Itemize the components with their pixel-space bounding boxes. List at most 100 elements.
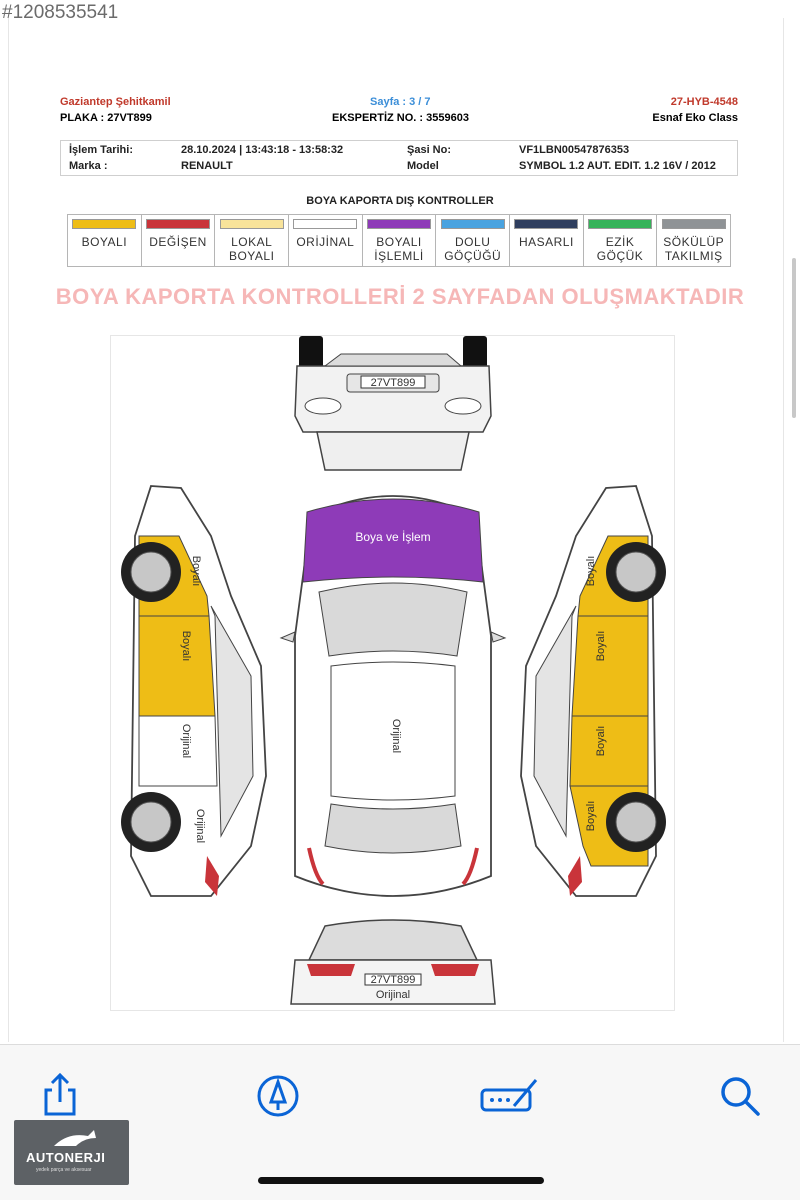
front-plate-box	[360, 375, 426, 389]
hood-label: Boya ve İşlem	[355, 530, 430, 544]
front-mirror-left	[299, 336, 323, 368]
top-mirror-left	[279, 631, 296, 643]
rear-label: Orijinal	[376, 989, 410, 1001]
front-mirror-right	[463, 336, 487, 368]
legend-swatch	[440, 219, 505, 229]
legend-label: BOYALI	[81, 235, 128, 249]
color-legend: BOYALI DEĞİŞEN LOKAL BOYALI ORİJİNAL BOYALI …	[67, 214, 731, 267]
right-rear-rim	[615, 801, 657, 843]
rear-light-right	[431, 964, 479, 976]
city-label: Gaziantep Şehitkamil	[60, 96, 171, 108]
left-windows	[210, 605, 254, 838]
left-front-rim	[130, 551, 172, 593]
legend-item: BOYALI	[68, 215, 142, 266]
model-value: SYMBOL 1.2 AUT. EDIT. 1.2 16V / 2012	[519, 160, 716, 172]
left-side-view: Boyalı Boyalı Orijinal Orijinal	[121, 485, 267, 897]
left-rear-fender-label: Orijinal	[194, 809, 206, 843]
legend-item: DOLU GÖÇÜĞÜ	[436, 215, 511, 266]
front-bumper	[294, 365, 492, 433]
logo-tagline: yedek parça ve aksesuar	[36, 1167, 92, 1173]
top-rear-window	[324, 803, 462, 854]
brand-label: Marka :	[69, 160, 108, 172]
car-diagram-svg: 27VT899 Boya ve İşlem Orijinal	[121, 336, 666, 1005]
legend-label: SÖKÜLÜP TAKILMIŞ	[663, 235, 725, 263]
right-front-door	[571, 615, 649, 717]
search-icon[interactable]	[716, 1072, 764, 1120]
top-roof	[330, 661, 456, 801]
left-tail-light	[205, 856, 219, 896]
home-indicator[interactable]	[258, 1177, 544, 1184]
legend-swatch	[514, 219, 579, 229]
roof-label: Orijinal	[390, 719, 402, 753]
legend-item: BOYALI İŞLEMLİ	[363, 215, 437, 266]
autonerji-logo: AUTONERJI yedek parça ve aksesuar	[14, 1120, 129, 1185]
legend-label: BOYALI İŞLEMLİ	[374, 235, 424, 263]
right-rear-fender-label: Boyalı	[585, 801, 597, 832]
legend-label: EZİK GÖÇÜK	[596, 235, 644, 263]
image-id-watermark: #1208535541	[2, 2, 119, 23]
front-view: 27VT899	[294, 336, 492, 471]
legend-item: SÖKÜLÜP TAKILMIŞ	[657, 215, 730, 266]
left-front-fender-label: Boyalı	[190, 556, 202, 587]
horse-icon	[54, 1130, 96, 1146]
top-tail-right	[461, 847, 479, 886]
right-windows	[533, 605, 577, 838]
section-title: BOYA KAPORTA DIŞ KONTROLLER	[306, 195, 494, 207]
legend-label: ORİJİNAL	[296, 235, 355, 249]
info-table: İşlem Tarihi: 28.10.2024 | 13:43:18 - 13…	[60, 140, 738, 176]
right-front-door-label: Boyalı	[595, 631, 607, 662]
share-icon[interactable]	[36, 1072, 84, 1120]
left-rear-door	[138, 715, 218, 787]
notice-text: BOYA KAPORTA KONTROLLERİ 2 SAYFADAN OLUŞ…	[55, 284, 745, 309]
signature-icon[interactable]	[478, 1072, 542, 1120]
right-front-rim	[615, 551, 657, 593]
legend-label: DEĞİŞEN	[149, 235, 207, 249]
legend-label: HASARLI	[518, 235, 574, 249]
package-name: Esnaf Eko Class	[652, 112, 738, 124]
chassis-label: Şasi No:	[407, 144, 452, 156]
legend-item: ORİJİNAL	[289, 215, 363, 266]
logo-name: AUTONERJI	[26, 1150, 106, 1165]
right-rear-door-label: Boyalı	[595, 726, 607, 757]
legend-item: LOKAL BOYALI	[215, 215, 290, 266]
rear-plate: 27VT899	[371, 974, 416, 986]
front-plate: 27VT899	[371, 377, 416, 389]
scrollbar-thumb[interactable]	[792, 258, 796, 418]
front-hood-edge	[316, 431, 470, 471]
top-mirror-right	[490, 631, 507, 643]
legend-label: LOKAL BOYALI	[228, 235, 275, 263]
legend-swatch	[588, 219, 653, 229]
legend-item: EZİK GÖÇÜK	[584, 215, 658, 266]
page-indicator: Sayfa : 3 / 7	[370, 96, 431, 108]
date-value: 28.10.2024 | 13:43:18 - 13:58:32	[181, 144, 344, 156]
bottom-toolbar	[0, 1044, 800, 1200]
markup-pen-icon[interactable]	[254, 1072, 302, 1120]
car-diagram: 27VT899 Boya ve İşlem Orijinal	[110, 335, 675, 1011]
left-rear-door-label: Orijinal	[180, 724, 192, 758]
legend-swatch	[72, 219, 137, 229]
brand-value: RENAULT	[181, 160, 233, 172]
plate-label: PLAKA : 27VT899	[60, 112, 152, 124]
legend-item: DEĞİŞEN	[142, 215, 216, 266]
right-rear-door	[569, 715, 649, 787]
model-label: Model	[407, 160, 439, 172]
right-tail-light	[568, 856, 582, 896]
front-windshield-edge	[323, 353, 463, 367]
legend-label: DOLU GÖÇÜĞÜ	[444, 235, 502, 263]
front-headlight-right	[444, 397, 482, 415]
expertise-number: EKSPERTİZ NO. : 3559603	[332, 112, 469, 124]
legend-swatch	[146, 219, 210, 229]
top-windshield	[318, 582, 468, 657]
rear-light-left	[307, 964, 355, 976]
legend-swatch	[367, 219, 432, 229]
legend-swatch	[219, 219, 284, 229]
front-headlight-left	[304, 397, 342, 415]
right-side-view: Boyalı Boyalı Boyalı Boyalı	[520, 485, 666, 897]
scrollbar[interactable]	[792, 18, 796, 1042]
left-front-door	[138, 615, 216, 717]
top-tail-left	[307, 847, 325, 886]
date-label: İşlem Tarihi:	[69, 144, 133, 156]
left-front-door-label: Boyalı	[180, 631, 192, 662]
chassis-value: VF1LBN00547876353	[519, 144, 630, 156]
